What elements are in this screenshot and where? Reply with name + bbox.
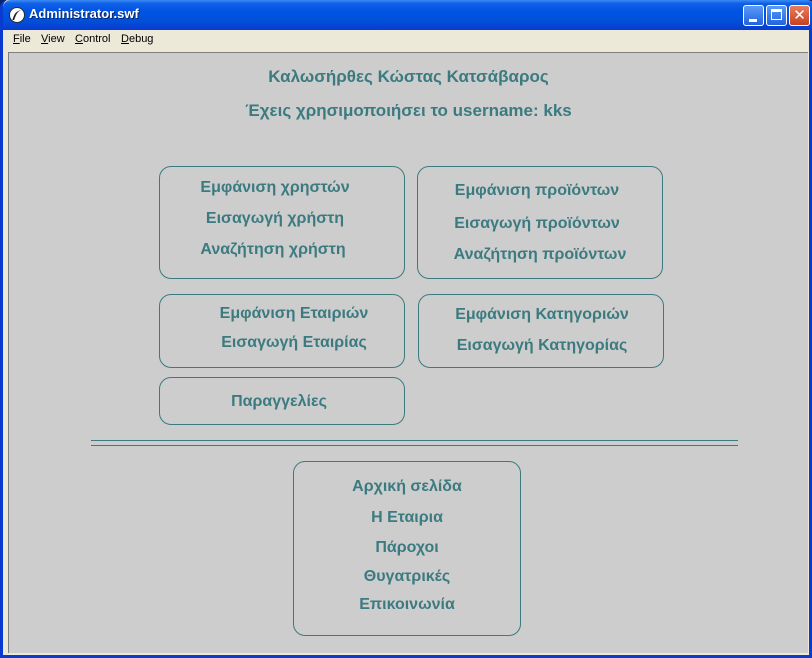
menu-control[interactable]: Control bbox=[75, 33, 111, 45]
close-icon: ✕ bbox=[793, 6, 806, 24]
username-info: Έχεις χρησιμοποιήσει το username: kks bbox=[245, 101, 572, 120]
minimize-icon bbox=[749, 19, 757, 22]
minimize-button[interactable] bbox=[743, 5, 764, 26]
orders-link[interactable]: Παραγγελίες bbox=[231, 393, 327, 410]
divider-line-bottom bbox=[91, 445, 738, 446]
companies-panel: Εμφάνιση Εταιριών Εισαγωγή Εταιρίας bbox=[159, 294, 405, 368]
maximize-button[interactable] bbox=[766, 5, 787, 26]
close-button[interactable]: ✕ bbox=[789, 5, 810, 26]
insert-category-link[interactable]: Εισαγωγή Κατηγορίας bbox=[456, 337, 628, 354]
menu-view[interactable]: View bbox=[41, 33, 65, 45]
flash-player-icon bbox=[9, 7, 25, 23]
nav-company-link[interactable]: Η Εταιρια bbox=[371, 509, 443, 526]
title-bar[interactable]: Administrator.swf ✕ bbox=[3, 0, 812, 30]
show-categories-link[interactable]: Εμφάνιση Κατηγοριών bbox=[455, 306, 629, 323]
nav-home-link[interactable]: Αρχική σελίδα bbox=[352, 478, 462, 495]
products-panel: Εμφάνιση προϊόντων Εισαγωγή προϊόντων Αν… bbox=[417, 166, 663, 279]
users-panel: Εμφάνιση χρηστών Εισαγωγή χρήστη Αναζήτη… bbox=[159, 166, 405, 279]
show-products-link[interactable]: Εμφάνιση προϊόντων bbox=[454, 182, 620, 199]
insert-products-link[interactable]: Εισαγωγή προϊόντων bbox=[454, 215, 620, 232]
search-products-link[interactable]: Αναζήτηση προϊόντων bbox=[453, 246, 627, 263]
show-companies-link[interactable]: Εμφάνιση Εταιριών bbox=[219, 305, 369, 322]
insert-company-link[interactable]: Εισαγωγή Εταιρίας bbox=[221, 334, 367, 351]
flash-stage: Καλωσήρθες Κώστας Κατσάβαρος Έχεις χρησι… bbox=[8, 52, 808, 653]
nav-contact-link[interactable]: Επικοινωνία bbox=[359, 596, 455, 613]
window-title: Administrator.swf bbox=[29, 6, 139, 21]
nav-providers-link[interactable]: Πάροχοι bbox=[375, 539, 439, 556]
orders-panel: Παραγγελίες bbox=[159, 377, 405, 425]
divider-line-top bbox=[91, 440, 738, 441]
menu-file[interactable]: File bbox=[13, 33, 31, 45]
maximize-icon bbox=[771, 9, 782, 20]
menu-debug[interactable]: Debug bbox=[121, 33, 154, 45]
nav-subsidiaries-link[interactable]: Θυγατρικές bbox=[363, 568, 451, 585]
site-nav-panel: Αρχική σελίδα Η Εταιρια Πάροχοι Θυγατρικ… bbox=[293, 461, 521, 636]
menu-bar: File View Control Debug bbox=[6, 30, 809, 49]
insert-user-link[interactable]: Εισαγωγή χρήστη bbox=[205, 210, 345, 227]
search-user-link[interactable]: Αναζήτηση χρήστη bbox=[200, 241, 346, 258]
show-users-link[interactable]: Εμφάνιση χρηστών bbox=[200, 179, 350, 196]
categories-panel: Εμφάνιση Κατηγοριών Εισαγωγή Κατηγορίας bbox=[418, 294, 664, 368]
welcome-greeting: Καλωσήρθες Κώστας Κατσάβαρος bbox=[268, 67, 549, 86]
